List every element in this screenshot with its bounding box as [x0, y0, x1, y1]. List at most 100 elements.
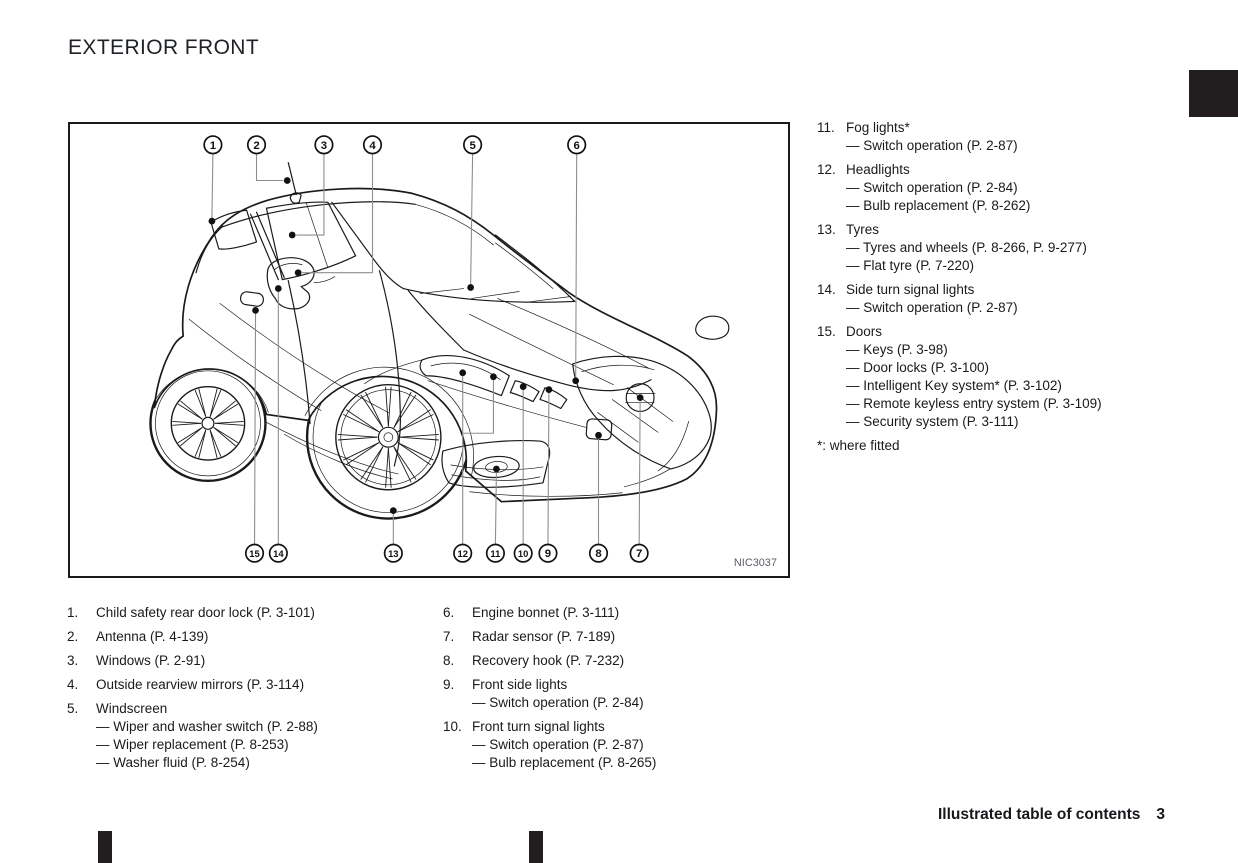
callout-number-9: 9 [545, 548, 551, 560]
list-item: 14. Side turn signal lights — Switch oper… [817, 281, 1227, 317]
item-number: 1. [67, 605, 79, 620]
pointer-dot-10 [519, 383, 527, 391]
callout-number-6: 6 [574, 140, 580, 152]
item-label: Front side lights [472, 677, 568, 692]
item-label: Fog lights* [846, 120, 910, 135]
right-side-mirror [695, 315, 730, 340]
list-item: 12.Headlights — Switch operation (P. 2-8… [817, 161, 1227, 215]
parts-list-right: 11. Fog lights* — Switch operation (P. 2-… [817, 119, 1227, 455]
footnote: *: where fitted [817, 438, 900, 453]
item-label: Tyres [846, 222, 880, 237]
callout-number-2: 2 [253, 140, 259, 152]
callout-circle-14 [268, 543, 288, 563]
callout-circle-9 [538, 543, 558, 563]
leader-line-3 [296, 153, 325, 236]
item-number: 5. [67, 701, 79, 716]
callout-number-3: 3 [321, 140, 327, 152]
item-number: 11. [817, 120, 835, 135]
rear-wheel [149, 364, 267, 483]
footer-section-label: Illustrated table of contents [937, 806, 1141, 823]
leader-line-5 [470, 153, 474, 285]
item-label: Child safety rear door lock (P. 3-101) [96, 605, 315, 620]
item-subitems: — Switch operation (P. 2-84) [443, 694, 803, 712]
page-number: 3 [1156, 806, 1165, 823]
list-item: 9.Front side lights — Switch operation (… [443, 676, 803, 712]
list-item: 8. Recovery hook (P. 7-232) [443, 652, 803, 670]
page-footer: Illustrated table of contents 3 [938, 806, 1165, 824]
item-number: 7. [443, 629, 455, 644]
sub-item: — Intelligent Key system* (P. 3-102) [846, 378, 1062, 393]
pointer-dot-9 [545, 386, 553, 394]
binding-mark-right [529, 831, 543, 863]
item-subitems: — Switch operation (P. 2-87) [817, 299, 1227, 317]
pointer-dot-14 [274, 285, 282, 292]
callout-circle-13 [383, 543, 403, 563]
section-tab-marker [1189, 70, 1238, 117]
item-label: Front turn signal lights [472, 719, 605, 734]
list-item: 11.Fog lights* — Switch operation (P. 2-… [817, 119, 1227, 155]
list-item: 2.Antenna (P. 4-139) [67, 628, 427, 646]
sub-item: — Security system (P. 3-111) [846, 414, 1019, 429]
callout-number-1: 1 [210, 140, 217, 152]
pointer-dot-1 [208, 217, 216, 225]
sub-item: — Wiper replacement (P. 8-253) [96, 737, 289, 752]
item-label: Doors [846, 324, 883, 339]
sub-item: — Switch operation (P. 2-87) [846, 300, 1018, 315]
item-label: Recovery hook (P. 7-232) [472, 653, 625, 668]
item-subitems: — Keys (P. 3-98)— Door locks (P. 3-100)—… [817, 341, 1227, 431]
callout-circle-12 [453, 543, 473, 563]
sub-item: — Keys (P. 3-98) [846, 342, 948, 357]
callout-circle-8 [588, 543, 609, 563]
item-label: Windscreen [96, 701, 168, 716]
callout-circle-11 [485, 543, 505, 563]
list-item: 6.Engine bonnet (P. 3-111) [443, 604, 803, 622]
callout-circle-7 [629, 543, 649, 563]
callout-number-4: 4 [369, 140, 376, 152]
item-number: 3. [67, 653, 79, 668]
list-item: 3. Windows (P. 2-91) [67, 652, 427, 670]
item-label: Engine bonnet (P. 3-111) [472, 605, 620, 620]
callout-circle-2 [246, 135, 267, 155]
figure-code: NIC3037 [734, 557, 777, 569]
item-number: 8. [443, 653, 455, 668]
callout-circle-15 [244, 543, 265, 563]
list-item: 5.Windscreen — Wiper and washer switch (… [67, 700, 427, 772]
leader-line-6 [575, 153, 578, 378]
item-label: Side turn signal lights [846, 282, 975, 297]
callout-number-13: 13 [388, 548, 398, 559]
callout-number-8: 8 [595, 548, 601, 560]
item-subitems: — Tyres and wheels (P. 8-266, P. 9-277)—… [817, 239, 1227, 275]
sub-item: — Tyres and wheels (P. 8-266, P. 9-277) [846, 240, 1087, 255]
item-label: Outside rearview mirrors (P. 3-114) [96, 677, 305, 692]
item-label: Radar sensor (P. 7-189) [472, 629, 616, 644]
pointer-dot-3 [288, 231, 296, 239]
pointer-dot-11 [493, 465, 500, 473]
parts-list-middle: 6.Engine bonnet (P. 3-111) 7. Radar senso… [443, 604, 803, 778]
parts-list-left: 1. Child safety rear door lock (P. 3-101)… [67, 604, 427, 778]
item-label: Antenna (P. 4-139) [96, 629, 209, 644]
pointer-dot-5 [467, 284, 475, 291]
side-mirror [266, 257, 315, 310]
pointer-dot-2 [283, 177, 291, 184]
sub-item: — Washer fluid (P. 8-254) [96, 755, 250, 770]
list-item: 1. Child safety rear door lock (P. 3-101) [67, 604, 427, 622]
pointer-dot-6 [572, 377, 580, 385]
fog-lamp [473, 455, 520, 479]
antenna [287, 162, 297, 195]
pointer-dot-4 [294, 269, 302, 277]
binding-mark-left [98, 831, 112, 863]
pointer-dot-8 [595, 431, 602, 439]
item-label: Windows (P. 2-91) [96, 653, 206, 668]
callout-circle-4 [362, 135, 383, 155]
item-number: 14. [817, 282, 836, 297]
leader-line-7 [638, 401, 641, 545]
sub-item: — Switch operation (P. 2-84) [846, 180, 1018, 195]
pointer-dot-7 [636, 394, 644, 401]
pointer-dot-12 [490, 373, 497, 381]
callout-circle-3 [314, 135, 334, 155]
list-item: 13.Tyres — Tyres and wheels (P. 8-266, P… [817, 221, 1227, 275]
callout-number-11: 11 [490, 548, 500, 559]
